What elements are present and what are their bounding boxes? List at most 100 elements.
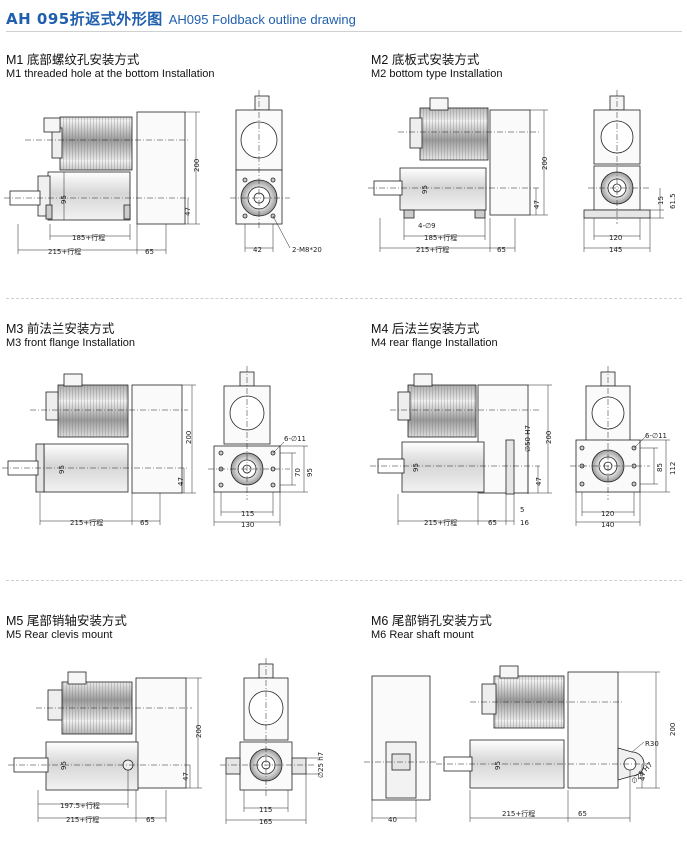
page-header: AH 095折返式外形图 AH095 Foldback outline draw… <box>6 8 356 30</box>
m1-dim-215-stroke: 215+行程 <box>48 247 81 256</box>
m5-dim-115: 115 <box>259 806 272 814</box>
section-divider-2 <box>6 580 682 581</box>
m3-end-view <box>208 366 308 526</box>
m4-dim-16: 16 <box>520 519 529 527</box>
section-m6-title-zh: M6 尾部销孔安装方式 <box>371 614 492 628</box>
m4-dim-140: 140 <box>601 521 614 529</box>
m6-dim-65: 65 <box>578 810 587 818</box>
m1-end-view <box>230 90 291 252</box>
m2-dim-215-stroke: 215+行程 <box>416 245 449 254</box>
m4-dim-65: 65 <box>488 519 497 527</box>
m6-side-view <box>436 665 660 822</box>
m5-dim-165: 165 <box>259 818 272 826</box>
m2-dim-120: 120 <box>609 234 622 242</box>
m4-dim-200: 200 <box>545 431 553 444</box>
m6-dim-47: 47 <box>639 772 647 781</box>
m6-radius-r30: R30 <box>645 740 659 748</box>
m4-dim-215-stroke: 215+行程 <box>424 518 457 527</box>
m4-bore-50h7: ∅50 H7 <box>524 425 532 452</box>
section-m3-heading: M3 前法兰安装方式 M3 front flange Installation <box>6 322 135 350</box>
m5-end-view <box>220 658 320 824</box>
m6-dim-40: 40 <box>388 816 397 824</box>
m3-dim-95-flange: 95 <box>306 468 314 477</box>
m1-dim-185-stroke: 185+行程 <box>72 233 105 242</box>
section-divider-1 <box>6 298 682 299</box>
section-m5-title-zh: M5 尾部销轴安装方式 <box>6 614 127 628</box>
section-m4-title-zh: M4 后法兰安装方式 <box>371 322 480 336</box>
section-m6-title-en: M6 Rear shaft mount <box>371 629 474 641</box>
m2-dim-47: 47 <box>533 200 541 209</box>
m2-dimensions: 200 47 95 4-∅9 185+行程 215+行程 65 15 61.5 … <box>416 157 677 254</box>
section-m1-heading: M1 底部螺纹孔安装方式 M1 threaded hole at the bot… <box>6 53 215 81</box>
m4-dimensions: 200 47 ∅50 H7 95 215+行程 65 5 16 6-∅11 85… <box>412 425 677 529</box>
page-title-english: AH095 Foldback outline drawing <box>168 12 356 27</box>
m5-dim-200: 200 <box>195 725 203 738</box>
header-rule <box>6 31 682 32</box>
m5-pin-25h7: ∅25 h7 <box>317 752 325 778</box>
section-m2-title-zh: M2 底板式安装方式 <box>371 53 480 67</box>
page-title-code: AH 095折返式外形图 <box>6 10 163 28</box>
m2-side-view <box>368 97 548 252</box>
m5-dim-95: 95 <box>60 761 68 770</box>
m3-dimensions: 200 47 95 215+行程 65 6-∅11 70 95 115 130 <box>58 431 314 529</box>
m1-dim-95: 95 <box>60 195 68 204</box>
m1-dim-65: 65 <box>145 248 154 256</box>
m1-thread-spec: 2-M8*20 <box>292 246 322 254</box>
m2-holes: 4-∅9 <box>418 222 436 230</box>
m3-dim-200: 200 <box>185 431 193 444</box>
m1-dimensions: 200 47 95 185+行程 215+行程 65 42 2-M8*20 <box>48 159 322 256</box>
m3-dim-47: 47 <box>177 477 185 486</box>
m3-dim-115: 115 <box>241 510 254 518</box>
m1-dim-200: 200 <box>193 159 201 172</box>
m1-dim-47: 47 <box>184 207 192 216</box>
m6-dim-200: 200 <box>669 723 677 736</box>
m4-dim-47: 47 <box>535 477 543 486</box>
section-m1-title-en: M1 threaded hole at the bottom Installat… <box>6 68 215 80</box>
section-m1-title-zh: M1 底部螺纹孔安装方式 <box>6 53 140 67</box>
section-m2-title-en: M2 bottom type Installation <box>371 68 503 80</box>
m2-dim-200: 200 <box>541 157 549 170</box>
section-m2-heading: M2 底板式安装方式 M2 bottom type Installation <box>371 53 502 81</box>
section-m4-heading: M4 后法兰安装方式 M4 rear flange Installation <box>371 322 498 350</box>
m2-dim-95: 95 <box>421 185 429 194</box>
m5-side-view <box>8 671 202 822</box>
section-m3-title-en: M3 front flange Installation <box>6 337 136 349</box>
m4-dim-120: 120 <box>601 510 614 518</box>
m3-holes: 6-∅11 <box>284 435 306 443</box>
m3-side-view <box>2 373 196 525</box>
m4-end-view <box>570 366 670 526</box>
section-m6-heading: M6 尾部销孔安装方式 M6 Rear shaft mount <box>371 614 492 642</box>
m1-dim-42: 42 <box>253 246 262 254</box>
section-m5-heading: M5 尾部销轴安装方式 M5 Rear clevis mount <box>6 614 127 642</box>
section-m3-title-zh: M3 前法兰安装方式 <box>6 322 115 336</box>
m2-end-view <box>583 90 664 252</box>
m4-holes: 6-∅11 <box>645 432 667 440</box>
m4-side-view <box>370 373 552 525</box>
m5-dim-197-5-stroke: 197.5+行程 <box>60 801 100 810</box>
section-m4-title-en: M4 rear flange Installation <box>371 337 498 349</box>
m2-dim-15: 15 <box>657 196 665 205</box>
m1-side-view <box>4 111 200 254</box>
m2-dim-65: 65 <box>497 246 506 254</box>
m5-dim-47: 47 <box>182 772 190 781</box>
m4-dim-5: 5 <box>520 506 524 514</box>
m5-dim-215-stroke: 215+行程 <box>66 815 99 824</box>
m2-dim-145: 145 <box>609 246 622 254</box>
m6-dim-95: 95 <box>494 761 502 770</box>
m3-dim-65: 65 <box>140 519 149 527</box>
m5-dimensions: 200 47 95 197.5+行程 215+行程 65 ∅25 h7 115 … <box>60 725 325 826</box>
m3-dim-215-stroke: 215+行程 <box>70 518 103 527</box>
m5-dim-65: 65 <box>146 816 155 824</box>
m3-dim-95: 95 <box>58 465 66 474</box>
section-m5-title-en: M5 Rear clevis mount <box>6 629 113 641</box>
m2-dim-185-stroke: 185+行程 <box>424 233 457 242</box>
m4-dim-85: 85 <box>656 463 664 472</box>
m4-dim-112: 112 <box>669 462 677 475</box>
m6-top-view <box>364 675 438 822</box>
m4-dim-95: 95 <box>412 463 420 472</box>
m3-dim-130: 130 <box>241 521 254 529</box>
m6-dim-215-stroke: 215+行程 <box>502 809 535 818</box>
m3-dim-70: 70 <box>294 468 302 477</box>
m2-dim-61-5: 61.5 <box>669 193 677 209</box>
